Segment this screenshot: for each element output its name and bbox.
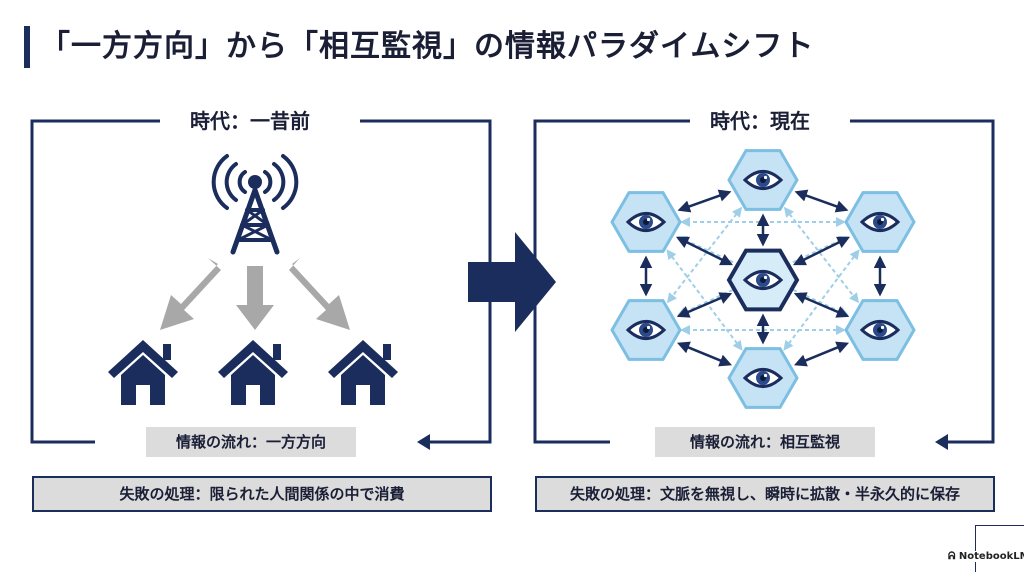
past-summary-box: 失敗の処理：限られた人間関係の中で消費 <box>32 476 492 512</box>
solid-link-arrow <box>676 341 733 367</box>
past-flow-label: 情報の流れ：一方方向 <box>146 427 356 457</box>
eye-icon <box>610 299 682 361</box>
house-icon <box>108 340 178 405</box>
solid-link-arrow <box>793 341 850 367</box>
eye-icon <box>844 299 916 361</box>
past-era-label: 時代：一昔前 <box>180 107 320 135</box>
house-icon <box>218 340 288 405</box>
past-return-arrowhead <box>417 434 430 450</box>
present-flow-label: 情報の流れ：相互監視 <box>655 427 875 457</box>
notebooklm-logo-icon: ᕱ <box>948 551 956 562</box>
page-title: 「一方方向」から「相互監視」の情報パラダイムシフト <box>40 29 815 64</box>
title-accent-bar <box>24 26 30 68</box>
logo-frame <box>975 525 1024 572</box>
house-icon <box>328 340 398 405</box>
solid-link-arrow <box>793 236 850 266</box>
solid-link-arrow <box>793 292 850 318</box>
solid-link-arrow <box>677 189 732 213</box>
mutual-surveillance-network <box>610 149 916 409</box>
gray-arrow-right <box>289 258 350 330</box>
present-summary-box: 失敗の処理：文脈を無視し、瞬時に拡散・半永久的に保存 <box>535 476 995 512</box>
solid-link-arrow <box>794 189 849 213</box>
transition-arrow <box>468 232 556 332</box>
solid-link-arrow <box>676 236 733 266</box>
broadcast-tower-icon <box>211 154 299 255</box>
eye-icon <box>726 248 800 312</box>
notebooklm-logo: ᕱ NotebookLM <box>946 551 1024 562</box>
eye-icon <box>844 191 916 253</box>
gray-arrow-left <box>160 258 221 330</box>
present-era-label: 時代：現在 <box>700 107 820 135</box>
broadcast-arrows <box>160 258 350 330</box>
eye-icon <box>610 191 682 253</box>
present-return-arrowhead <box>935 434 948 450</box>
eye-icon <box>727 347 799 409</box>
solid-link-arrow <box>676 292 733 318</box>
eye-icon <box>727 149 799 211</box>
notebooklm-logo-text: NotebookLM <box>958 551 1024 562</box>
gray-arrow-center <box>236 266 274 330</box>
